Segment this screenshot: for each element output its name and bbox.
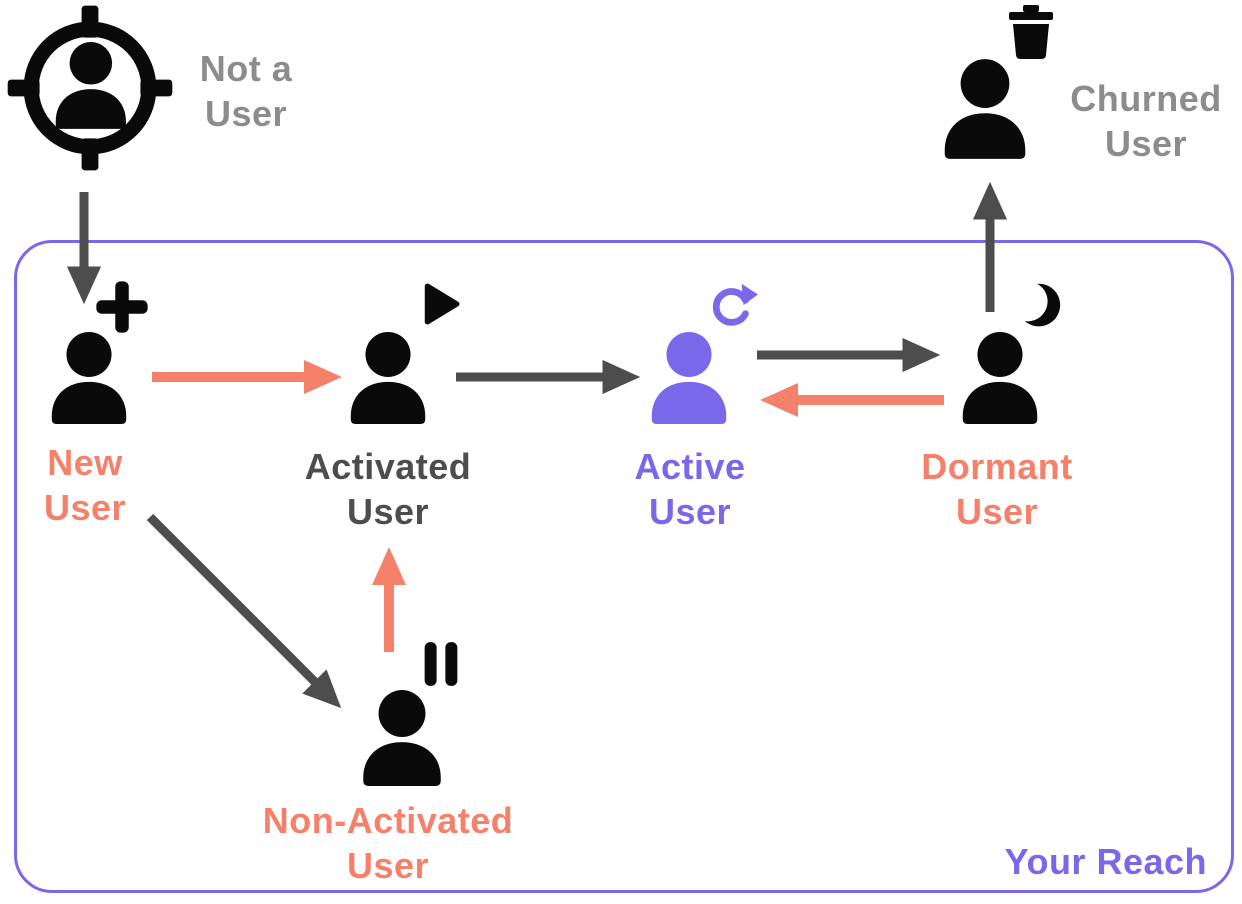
activated-user-label: Activated User [304, 446, 472, 532]
moon-icon [1024, 283, 1061, 327]
trash-icon [1009, 5, 1053, 59]
not-a-user-label: Not a User [199, 48, 293, 134]
non-activated-user-label: Non-Activated User [262, 800, 514, 886]
refresh-icon [712, 283, 758, 326]
pause-icon [424, 642, 458, 686]
new-user-label: New User [43, 442, 127, 528]
active-user-label: Active User [634, 446, 746, 532]
your-reach-region-box [14, 240, 1234, 893]
play-icon [424, 283, 460, 325]
your-reach-label: Your Reach [1004, 841, 1207, 882]
churned-user-label: Churned User [1070, 78, 1222, 164]
target-user-icon [7, 5, 173, 171]
arrow-new-user-to-non-activated-user [146, 513, 342, 709]
plus-icon [96, 281, 148, 333]
user-icon [40, 329, 138, 427]
user-icon [951, 329, 1049, 427]
user-icon [339, 329, 437, 427]
dormant-user-label: Dormant User [921, 446, 1073, 532]
user-icon [351, 687, 453, 789]
user-icon [932, 56, 1038, 162]
user-icon [640, 329, 738, 427]
